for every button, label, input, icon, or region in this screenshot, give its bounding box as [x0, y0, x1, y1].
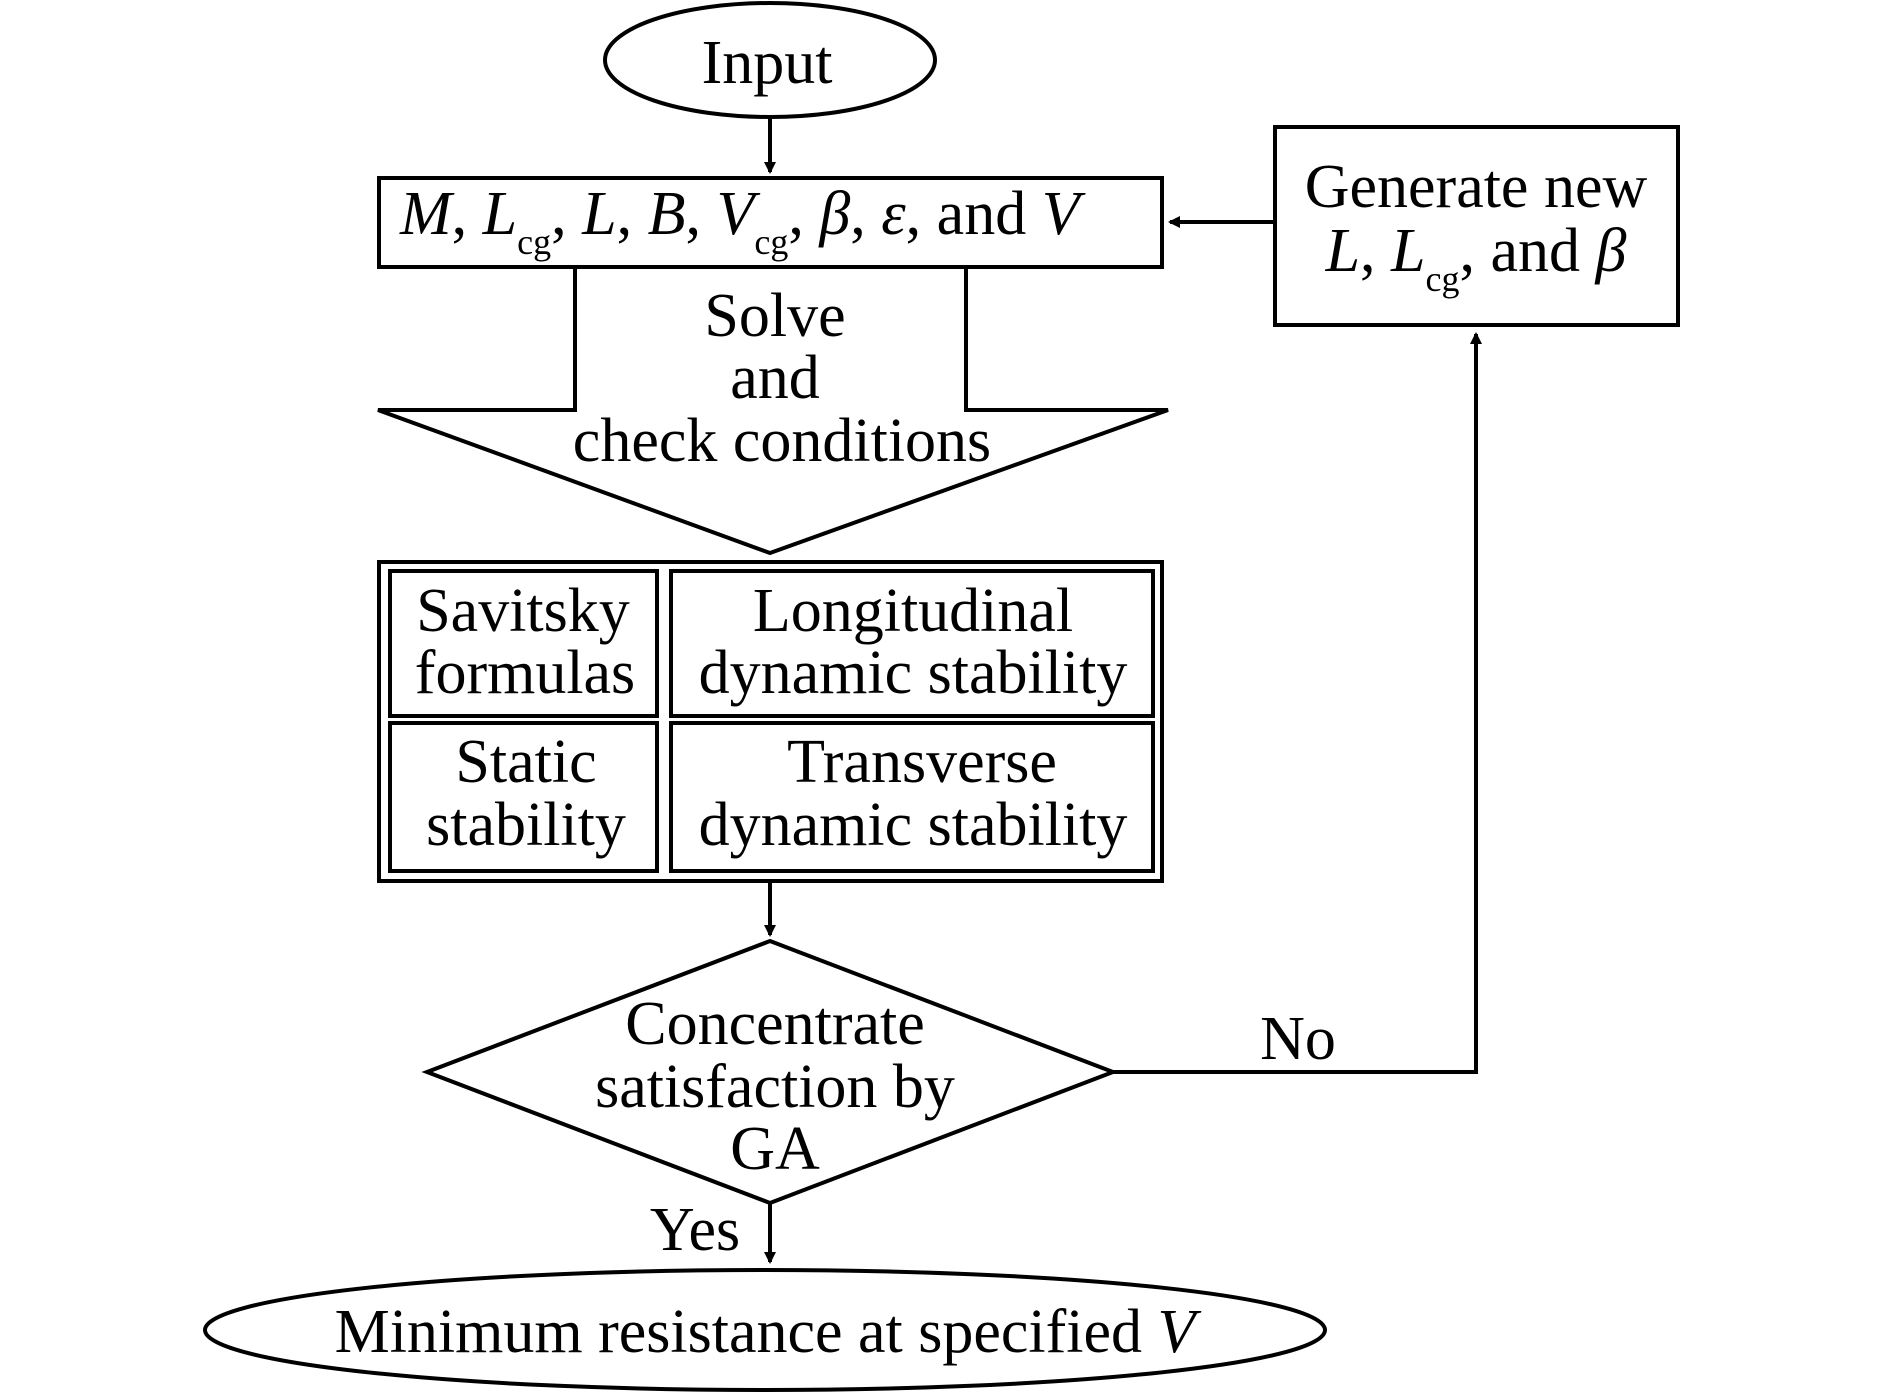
- conditions-grid: Savitsky formulas Longitudinal dynamic s…: [377, 560, 1164, 883]
- cell-longitudinal-line-2: dynamic stability: [699, 639, 1128, 707]
- edge-label-no: No: [1260, 1005, 1336, 1073]
- params-label: M, Lcg, L, B, Vcg, β, ε, and V: [399, 180, 1086, 262]
- solve-line-1: Solve: [704, 282, 845, 350]
- cell-longitudinal-line-1: Longitudinal: [753, 577, 1073, 645]
- cell-static-box: [388, 721, 659, 873]
- cell-savitsky-line-2: formulas: [415, 639, 635, 707]
- solve-line-2: and: [730, 344, 820, 412]
- input-node: Input: [603, 1, 937, 119]
- generate-node: Generate new L, Lcg, and β: [1273, 125, 1680, 327]
- decision-node: Concentrate satisfaction by GA: [421, 938, 1119, 1206]
- cell-savitsky-box: [388, 569, 659, 718]
- decision-line-3: GA: [730, 1115, 820, 1183]
- output-ellipse: [203, 1268, 1327, 1392]
- generate-box: [1273, 125, 1680, 327]
- cell-transverse-line-2: dynamic stability: [699, 791, 1128, 859]
- decision-line-2: satisfaction by: [595, 1053, 955, 1121]
- output-label: Minimum resistance at specified V: [335, 1298, 1202, 1366]
- solve-node: Solve and check conditions: [377, 269, 1169, 556]
- params-node: M, Lcg, L, B, Vcg, β, ε, and V: [377, 176, 1164, 269]
- cell-static-line-1: Static: [455, 728, 596, 796]
- cell-transverse-line-1: Transverse: [787, 728, 1057, 796]
- solve-line-3: check conditions: [573, 407, 991, 475]
- decision-line-1: Concentrate: [625, 990, 925, 1058]
- arrow-no-to-generate: [1113, 332, 1482, 1074]
- output-node: Minimum resistance at specified V: [203, 1268, 1327, 1392]
- cell-savitsky-line-1: Savitsky: [416, 577, 630, 645]
- edge-label-yes: Yes: [650, 1196, 740, 1264]
- solve-shape: [377, 269, 1169, 556]
- params-box: [377, 176, 1164, 269]
- cell-transverse-box: [669, 721, 1155, 873]
- generate-line-1: Generate new: [1305, 153, 1648, 221]
- input-label: Input: [702, 29, 833, 97]
- generate-line-2: L, Lcg, and β: [1325, 217, 1627, 299]
- cell-longitudinal-box: [669, 569, 1155, 718]
- cell-static-line-2: stability: [426, 791, 626, 859]
